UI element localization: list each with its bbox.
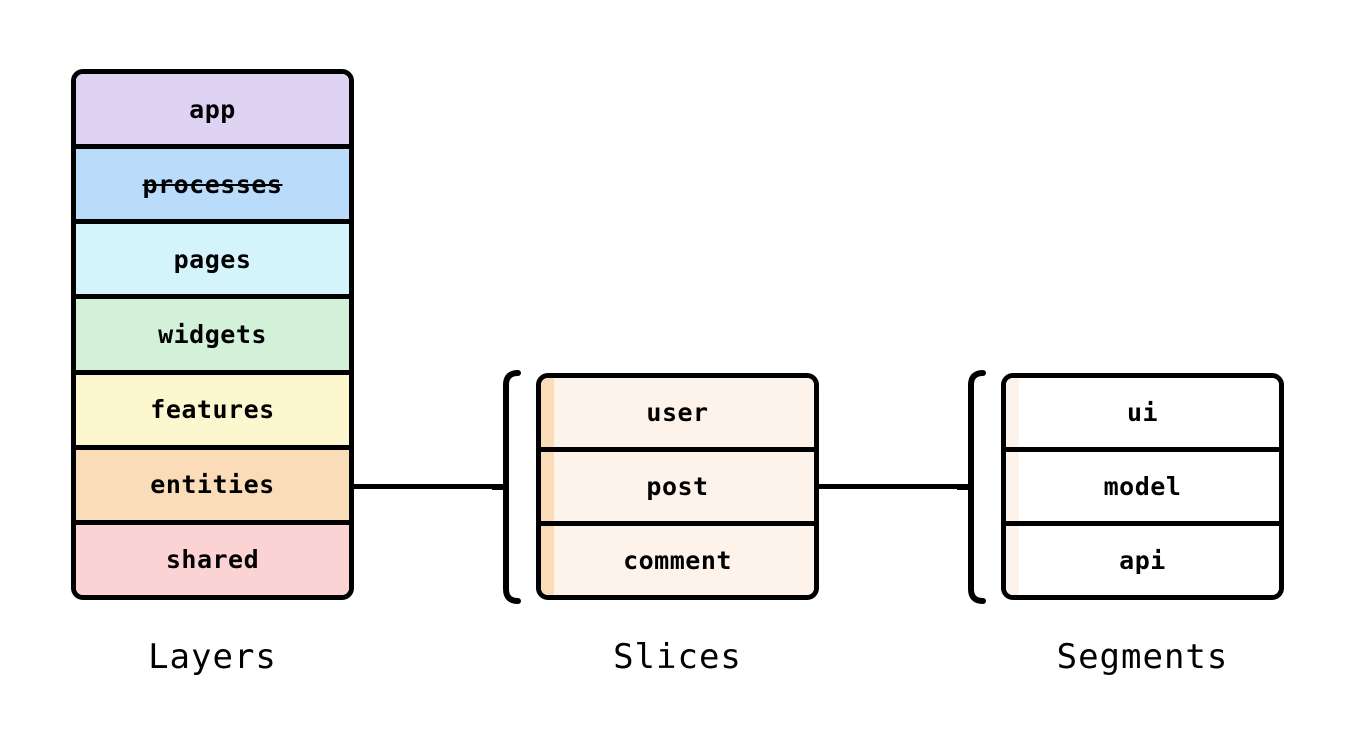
- layer-row-pages[interactable]: pages: [76, 224, 349, 300]
- slice-accent-strip: [541, 452, 554, 521]
- layer-label-widgets: widgets: [158, 319, 267, 349]
- segment-accent-strip: [1006, 378, 1019, 447]
- segment-label-api: api: [1119, 546, 1166, 575]
- slice-label-comment: comment: [623, 546, 732, 575]
- caption-layers: Layers: [148, 637, 277, 677]
- segment-row-ui[interactable]: ui: [1006, 378, 1279, 452]
- caption-slices: Slices: [613, 637, 742, 677]
- layer-row-shared[interactable]: shared: [76, 524, 349, 595]
- segment-label-ui: ui: [1126, 398, 1159, 427]
- segment-row-api[interactable]: api: [1006, 526, 1279, 595]
- slice-accent-strip: [541, 378, 554, 447]
- layer-row-widgets[interactable]: widgets: [76, 299, 349, 375]
- slice-row-post[interactable]: post: [541, 452, 814, 526]
- connector-entities-to-slices: [353, 484, 505, 489]
- layers-stack: app processes pages widgets features ent…: [71, 69, 354, 600]
- layer-label-features: features: [150, 395, 275, 425]
- segment-accent-strip: [1006, 526, 1019, 595]
- connector-slices-to-segments: [818, 484, 970, 489]
- layer-label-entities: entities: [150, 470, 275, 500]
- layer-row-entities[interactable]: entities: [76, 449, 349, 525]
- segments-bracket-icon: [957, 370, 986, 604]
- layer-row-app[interactable]: app: [76, 74, 349, 150]
- segment-row-model[interactable]: model: [1006, 452, 1279, 526]
- slice-label-user: user: [646, 398, 709, 427]
- slice-row-user[interactable]: user: [541, 378, 814, 452]
- slice-row-comment[interactable]: comment: [541, 526, 814, 595]
- segment-accent-strip: [1006, 452, 1019, 521]
- slice-label-post: post: [646, 472, 709, 501]
- slices-stack: user post comment: [536, 373, 819, 600]
- segments-stack: ui model api: [1001, 373, 1284, 600]
- segment-label-model: model: [1103, 472, 1182, 501]
- layer-row-features[interactable]: features: [76, 374, 349, 450]
- layer-row-processes[interactable]: processes: [76, 149, 349, 225]
- layer-label-pages: pages: [173, 244, 252, 274]
- layer-label-shared: shared: [165, 545, 260, 575]
- caption-segments: Segments: [1056, 637, 1229, 677]
- slices-bracket-icon: [492, 370, 521, 604]
- layer-label-processes: processes: [142, 169, 283, 199]
- slice-accent-strip: [541, 526, 554, 595]
- layer-label-app: app: [189, 94, 236, 124]
